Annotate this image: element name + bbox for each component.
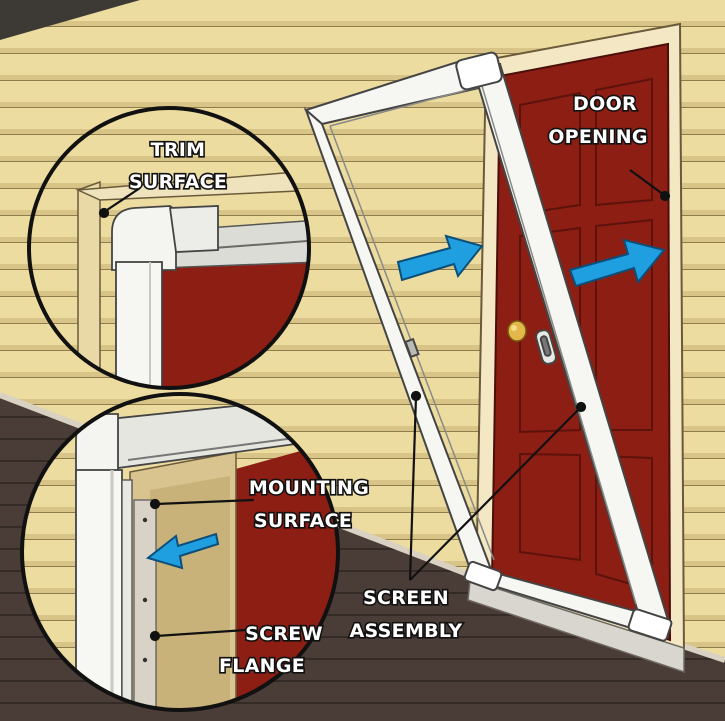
label-trim-surface-line1: TRIM <box>151 139 206 161</box>
label-screen-assembly: SCREEN ASSEMBLY <box>348 585 464 643</box>
screw-holes <box>142 517 148 663</box>
right-arrow-icon <box>568 238 666 288</box>
label-screw-flange-line2: FLANGE <box>219 655 305 677</box>
door-knob <box>507 320 527 342</box>
label-mounting-surface-line1: MOUNTING <box>249 477 369 499</box>
label-mounting-surface-line2: SURFACE <box>254 510 352 532</box>
label-door-opening: DOOR OPENING <box>547 91 650 149</box>
label-trim-surface: TRIM SURFACE <box>127 137 228 194</box>
label-mounting-surface: MOUNTING SURFACE <box>247 475 370 533</box>
label-screw-flange-line1: SCREW <box>245 623 323 645</box>
label-screen-assembly-line1: SCREEN <box>363 587 449 609</box>
label-door-opening-line1: DOOR <box>573 93 637 115</box>
screen-door-handle <box>535 329 557 365</box>
right-arrow-icon <box>396 234 484 282</box>
screen-assembly <box>303 51 673 642</box>
trim-surface-inset <box>27 106 311 390</box>
wall-slant <box>0 0 140 40</box>
label-door-opening-line2: OPENING <box>548 126 648 148</box>
screen-hinge <box>404 337 420 359</box>
leader-lines <box>98 169 671 642</box>
label-trim-surface-line2: SURFACE <box>129 171 227 193</box>
label-screen-assembly-line2: ASSEMBLY <box>350 620 463 642</box>
label-screw-flange: SCREW FLANGE <box>217 621 324 678</box>
left-arrow-icon <box>145 532 220 570</box>
